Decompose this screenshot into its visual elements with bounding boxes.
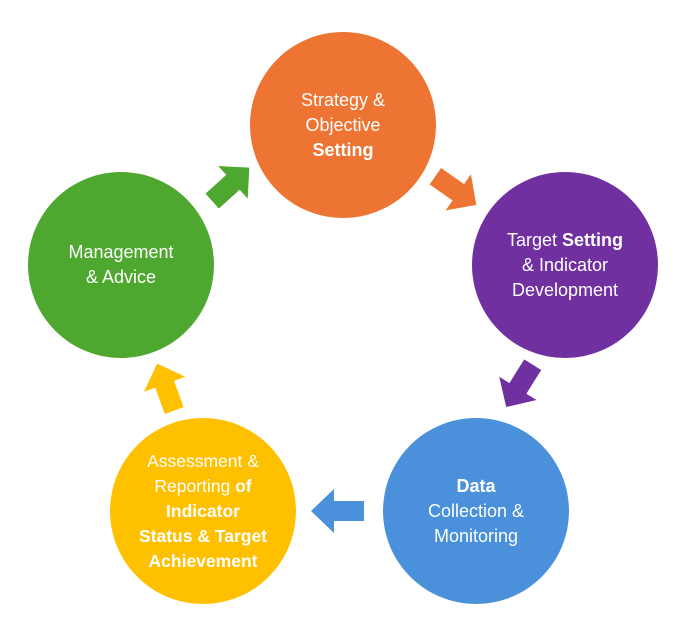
- label-segment: Strategy &: [300, 89, 386, 110]
- label-line: Management: [68, 240, 173, 265]
- label-segment: Indicator: [166, 500, 240, 521]
- arrow-shape: [429, 168, 477, 211]
- label-segment: Data: [456, 475, 496, 496]
- arrow-strategy-to-target: [429, 168, 477, 211]
- arrow-management-to-strategy: [205, 165, 250, 209]
- label-segment: & Indicator: [521, 254, 609, 275]
- label-line: Objective: [301, 113, 385, 138]
- node-label: Management & Advice: [54, 240, 187, 290]
- label-line: & Advice: [68, 265, 173, 290]
- label-line: & Indicator: [507, 253, 623, 278]
- label-line: Collection &: [428, 499, 524, 524]
- label-line: Setting: [301, 138, 385, 163]
- label-line: Target Setting: [507, 228, 623, 253]
- label-segment: & Advice: [85, 267, 157, 287]
- label-line: Assessment &: [139, 449, 267, 474]
- label-segment: Objective: [305, 114, 381, 135]
- label-line: Development: [507, 278, 623, 303]
- label-line: Monitoring: [428, 524, 524, 549]
- arrow-shape: [311, 489, 364, 533]
- arrow-data-to-assessment: [311, 489, 364, 533]
- arrow-target-to-data: [499, 359, 542, 408]
- label-segment: Status & Target: [138, 525, 268, 546]
- label-segment: Monitoring: [433, 525, 519, 546]
- arrow-shape: [499, 359, 542, 408]
- label-line: Strategy &: [301, 88, 385, 113]
- label-line: Status & Target: [139, 524, 267, 549]
- label-segment: Achievement: [148, 550, 258, 571]
- label-segment: Setting: [562, 229, 624, 250]
- label-segment: of: [235, 475, 252, 496]
- node-management-advice: Management & Advice: [28, 172, 214, 358]
- label-line: Achievement: [139, 549, 267, 574]
- label-line: Data: [428, 474, 524, 499]
- label-line: Indicator: [139, 499, 267, 524]
- label-segment: Target: [506, 229, 563, 250]
- label-segment: Management: [68, 242, 174, 262]
- arrow-assessment-to-management: [143, 363, 186, 414]
- label-segment: Assessment &: [147, 450, 259, 471]
- arrow-shape: [205, 165, 250, 209]
- label-segment: Reporting: [154, 475, 236, 496]
- label-segment: Development: [511, 279, 619, 300]
- arrow-shape: [143, 363, 186, 414]
- label-line: Reporting of: [139, 474, 267, 499]
- label-segment: Setting: [312, 139, 374, 160]
- label-segment: Collection &: [427, 500, 525, 521]
